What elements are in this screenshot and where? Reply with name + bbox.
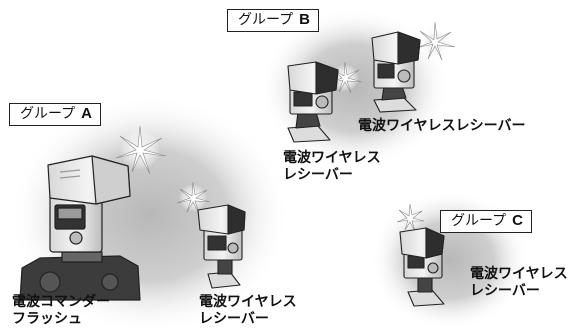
- group-label-a: グループ A: [9, 103, 102, 126]
- commander-flash-icon: [19, 155, 141, 301]
- wireless-receiver-icon: [371, 31, 421, 113]
- caption-line: 電波ワイヤレス: [283, 150, 381, 166]
- caption-line: 電波ワイヤレス: [199, 294, 297, 310]
- group-label-text: グループ: [238, 12, 294, 28]
- group-letter: A: [81, 105, 93, 122]
- wireless-receiver-icon: [197, 204, 246, 289]
- flash-burst-icon: [176, 181, 211, 214]
- wireless-receiver-icon: [399, 227, 445, 307]
- caption-group-a-receiver: 電波ワイヤレス レシーバー: [199, 294, 297, 328]
- caption-line: 電波ワイヤレス: [470, 266, 568, 282]
- group-label-text: グループ: [451, 213, 507, 229]
- group-letter: C: [512, 212, 524, 229]
- caption-line: レシーバー: [199, 311, 269, 327]
- caption-line: レシーバー: [470, 283, 540, 299]
- caption-line: 電波コマンダー: [12, 294, 110, 310]
- caption-line: レシーバー: [283, 167, 353, 183]
- caption-group-b-receiver-left: 電波ワイヤレス レシーバー: [283, 150, 381, 184]
- caption-group-b-receiver-right: 電波ワイヤレスレシーバー: [358, 118, 526, 134]
- wireless-receiver-icon: [287, 61, 339, 143]
- caption-commander-flash: 電波コマンダー フラッシュ: [12, 294, 110, 328]
- caption-group-c-receiver: 電波ワイヤレス レシーバー: [470, 266, 568, 300]
- flash-burst-icon: [115, 125, 167, 175]
- group-letter: B: [299, 11, 311, 28]
- group-label-c: グループ C: [440, 210, 533, 233]
- group-label-b: グループ B: [227, 9, 320, 32]
- group-label-text: グループ: [20, 106, 76, 122]
- flash-burst-icon: [396, 203, 425, 232]
- flash-burst-icon: [415, 21, 456, 61]
- caption-line: フラッシュ: [12, 311, 82, 327]
